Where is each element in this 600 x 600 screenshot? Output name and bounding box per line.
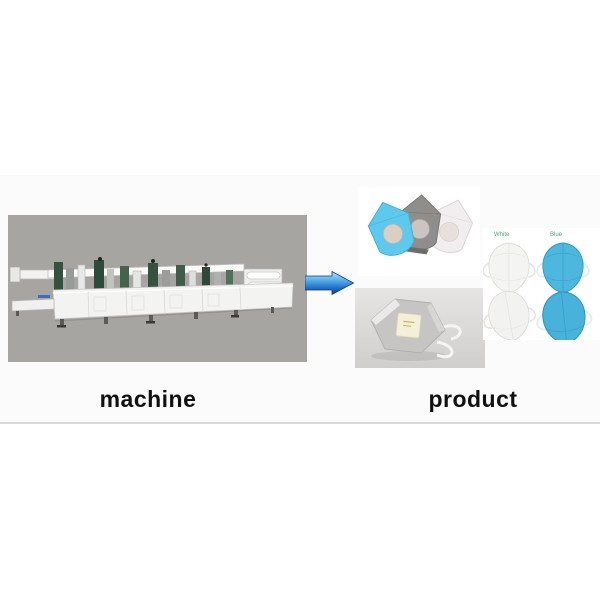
machine-photo (8, 215, 307, 362)
gray-folded-mask (370, 298, 462, 359)
blue-variant-label: Blue (550, 232, 563, 238)
blue-valve-mask (367, 201, 415, 256)
gray-mask-photo (355, 288, 485, 368)
product-caption: product (428, 386, 518, 412)
valve-masks-photo (358, 187, 480, 276)
blue-mask-side (536, 289, 593, 340)
machine-caption: machine (99, 386, 197, 412)
right-arrow-icon (305, 270, 355, 296)
blue-mask-front (536, 242, 590, 294)
white-mask-front (483, 242, 536, 294)
bottom-divider-line (0, 422, 600, 424)
white-variant-label: White (494, 232, 510, 238)
machine-logo-mark (38, 295, 50, 298)
white-mask-side (483, 287, 536, 340)
color-variants-photo (483, 228, 600, 340)
machine-illustration (9, 257, 294, 328)
